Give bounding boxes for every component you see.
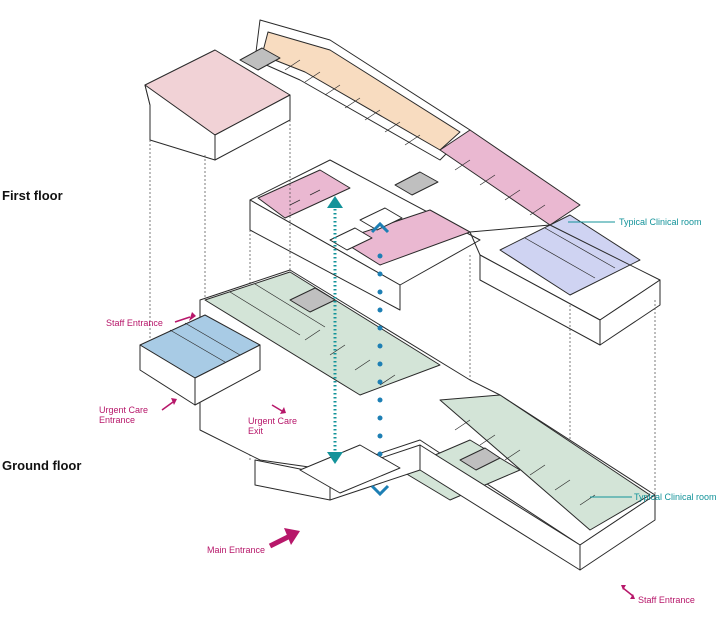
first-floor-pink-rooms-west (257, 169, 351, 219)
clinical-room-callouts (568, 221, 632, 498)
ground-floor-label: Ground floor (2, 458, 82, 473)
staff-entrance-right-arrow-icon (621, 585, 635, 599)
first-floor-pink-rooms-east (439, 129, 581, 226)
staff-entrance-left-arrow-icon (174, 312, 196, 323)
typical-clinical-room-first-label: Typical Clinical room (619, 217, 702, 227)
urgent-care-entrance-line1: Urgent Care (99, 405, 149, 415)
up-arrow-icon (327, 196, 343, 208)
staff-entrance-right-label: Staff Entrance (638, 595, 695, 605)
main-entrance-arrow-icon (268, 528, 300, 549)
urgent-care-exit-line2: Exit (248, 426, 264, 436)
ground-floor-plan (139, 269, 656, 571)
down-arrow-icon (327, 452, 343, 464)
first-floor-stair-2 (394, 171, 439, 196)
ground-floor-east-end (579, 494, 656, 571)
urgent-care-exit-line1: Urgent Care (248, 416, 298, 426)
first-floor-lavender-rooms (499, 214, 641, 296)
first-floor-wing-north-rooms (261, 31, 461, 151)
urgent-care-entrance-line2: Entrance (99, 415, 136, 425)
typical-clinical-room-ground-label: Typical Clinical room (634, 492, 717, 502)
vertical-circulation-stair-arrow (327, 196, 343, 464)
ground-floor-partitions (169, 283, 596, 506)
first-floor-rose-block-front (144, 84, 216, 161)
ground-floor-stair-1 (289, 287, 336, 313)
first-floor-atrium-2 (359, 207, 403, 231)
urgent-care-exit-label: Urgent Care Exit (248, 416, 297, 436)
lift-top-chevron-icon (370, 221, 390, 234)
projection-lines (149, 120, 656, 520)
first-floor-stair-1 (239, 47, 281, 71)
entrance-arrows (161, 312, 635, 599)
urgent-care-entrance-label: Urgent Care Entrance (99, 405, 148, 425)
first-floor-front-wall (249, 199, 401, 311)
ground-floor-green-rooms-east (439, 394, 651, 531)
first-floor-atrium (329, 227, 373, 251)
ground-floor-urgent-care-side (194, 344, 261, 406)
lift-bottom-chevron-icon (370, 484, 390, 497)
staff-entrance-left-label: Staff Entrance (106, 318, 163, 328)
urgent-care-entrance-arrow-icon (161, 398, 177, 411)
first-floor-partitions (284, 59, 616, 279)
main-entrance-label: Main Entrance (207, 545, 266, 555)
urgent-care-exit-arrow-icon (271, 404, 286, 414)
first-floor-east-end (599, 279, 661, 346)
first-floor-label: First floor (2, 188, 63, 203)
ground-floor-stair-2 (459, 447, 501, 471)
vertical-circulation-lift (370, 221, 390, 497)
